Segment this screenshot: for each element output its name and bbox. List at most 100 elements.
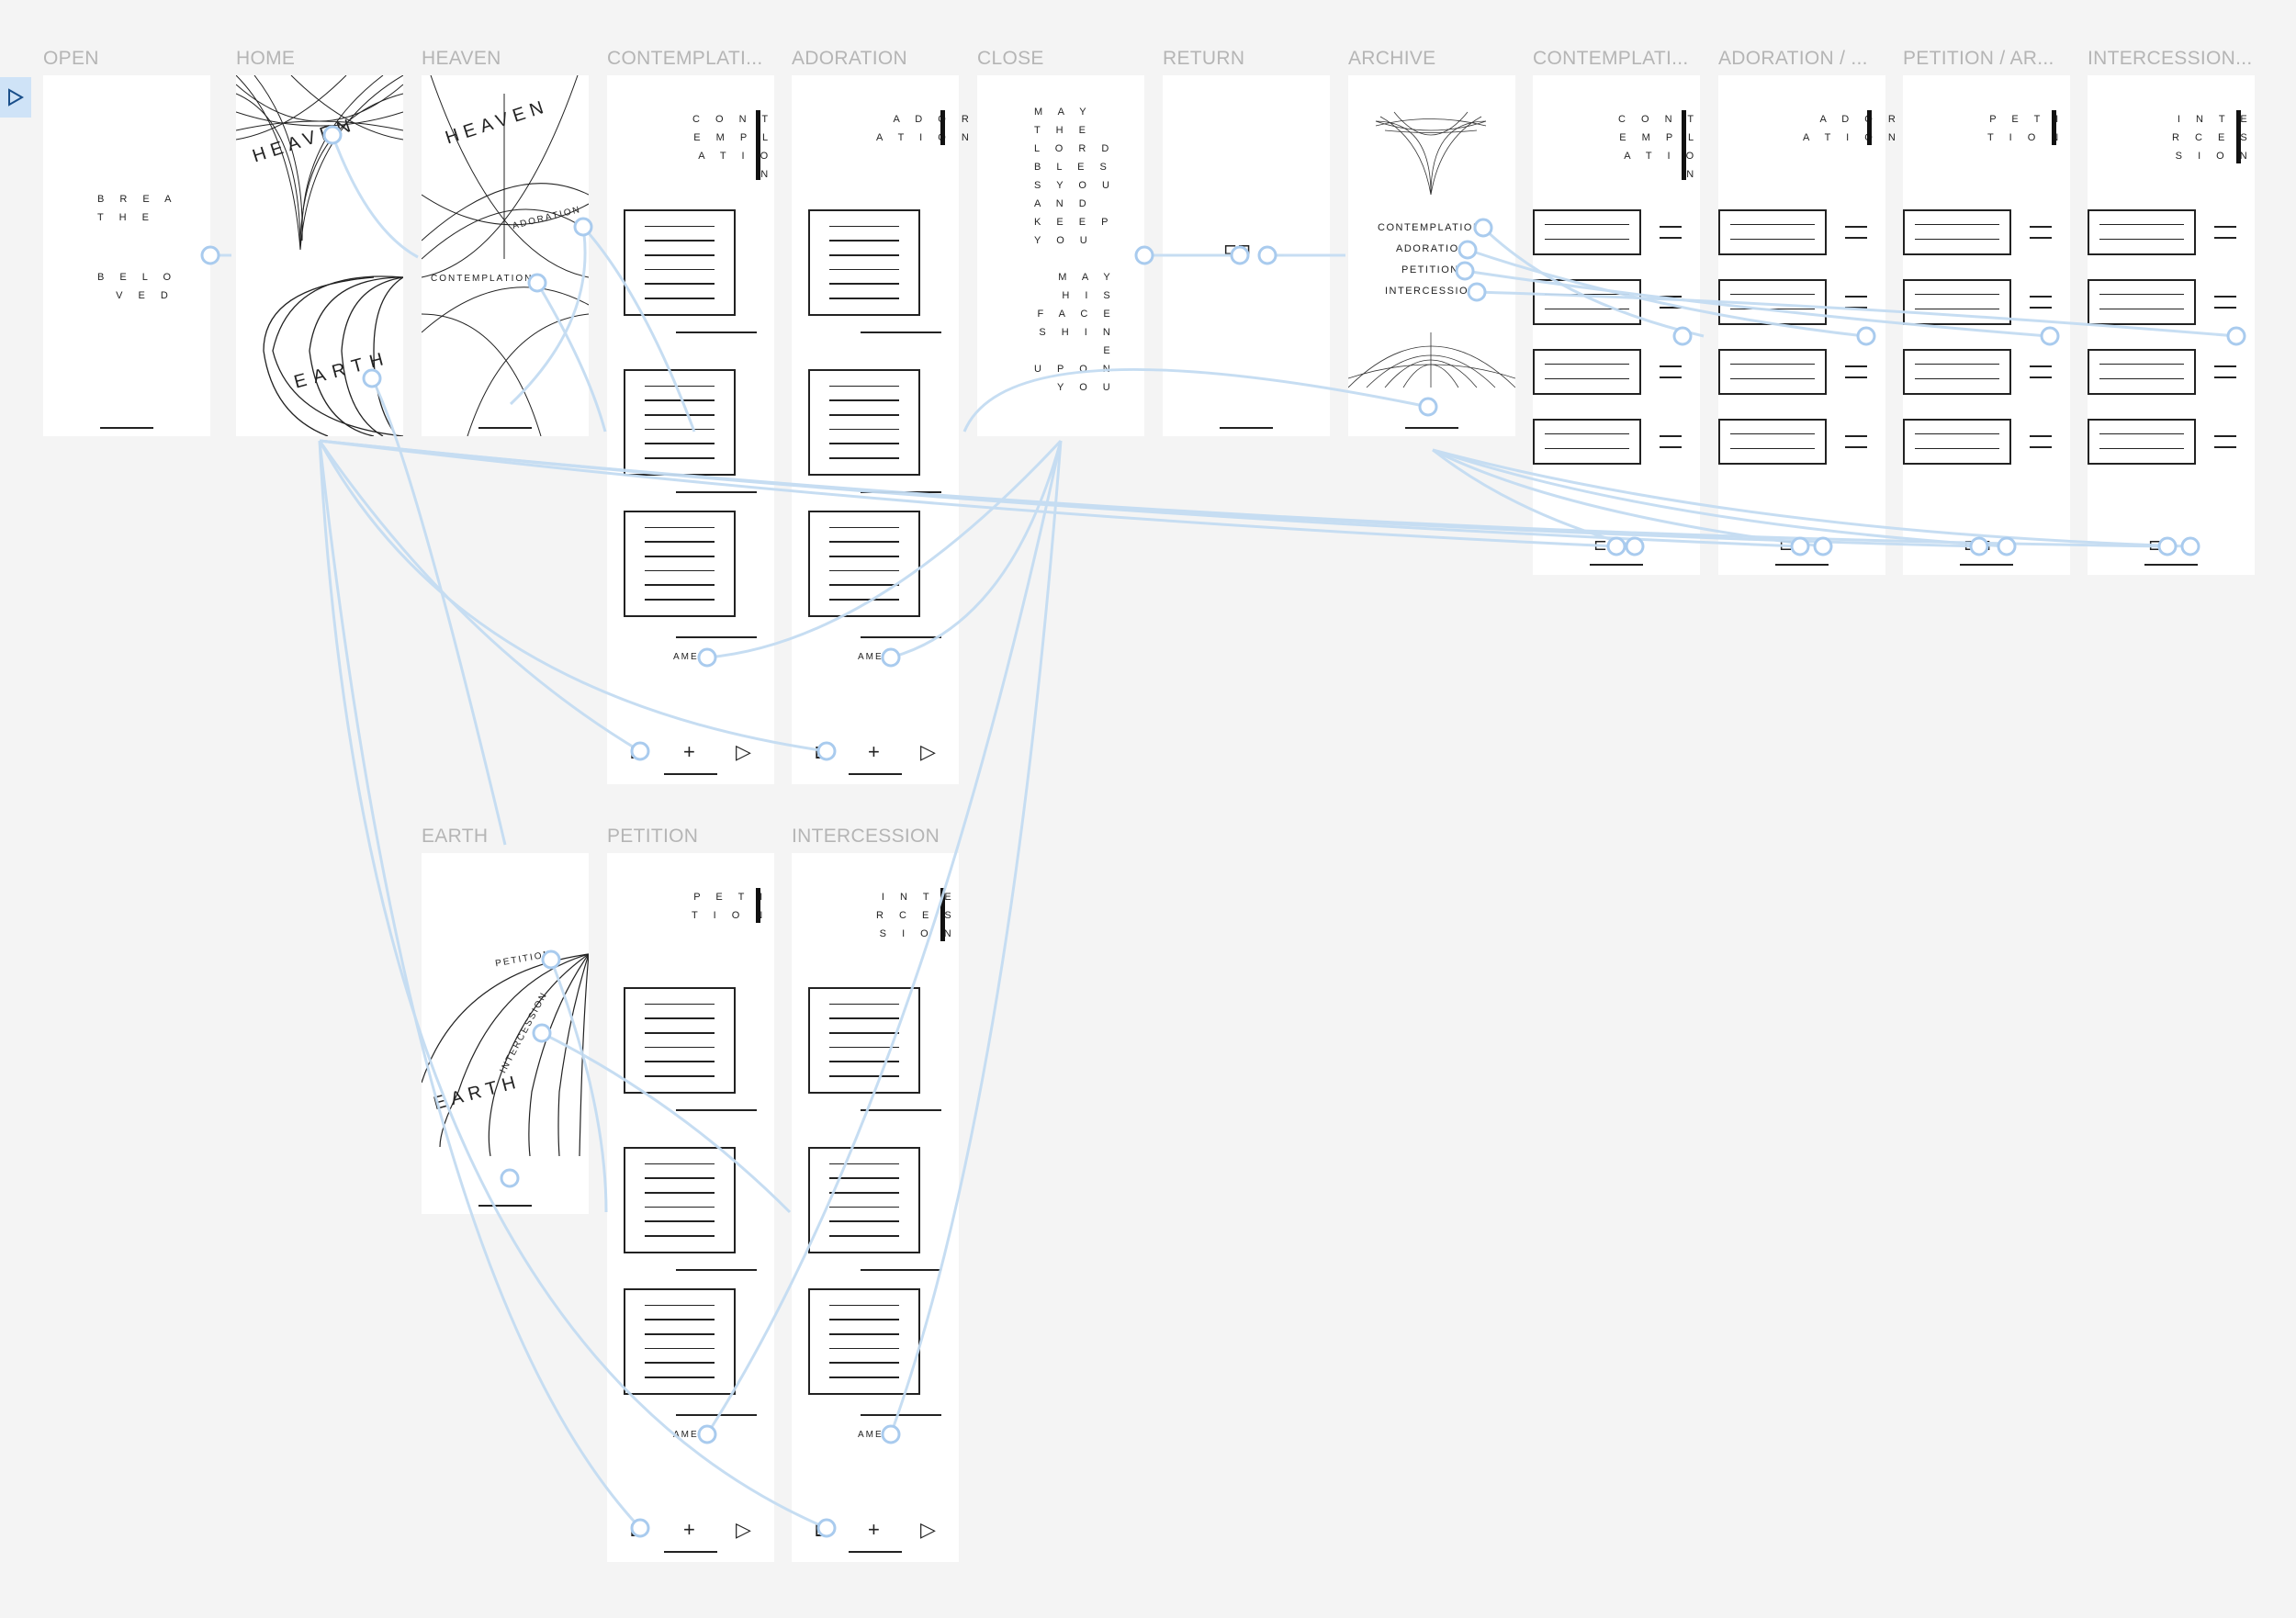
artboard-title-close[interactable]: CLOSE (977, 48, 1044, 69)
plus-button[interactable]: + (683, 740, 695, 763)
content-block[interactable] (624, 369, 736, 476)
entry-block[interactable] (1718, 419, 1827, 465)
plus-button[interactable]: + (683, 1518, 695, 1541)
back-icon[interactable]: ⊏ (814, 740, 831, 763)
artboard-title-adoration[interactable]: ADORATION (792, 48, 907, 69)
archive-petition-link[interactable]: PETITION (1401, 264, 1459, 275)
entry-block[interactable] (1903, 279, 2011, 325)
artboard-petition[interactable]: P E T I T I O N AMEN ⊏ + ▷ (607, 853, 774, 1562)
artboard-archive[interactable]: CONTEMPLATION ADORATION PETITION INTERCE… (1348, 75, 1515, 436)
back-underline[interactable] (478, 1205, 532, 1207)
entry-dash (2214, 307, 2236, 309)
return-underline[interactable] (1220, 427, 1273, 429)
contemplation-heading: C O N T E M P L A T I O N (692, 114, 775, 180)
play-icon[interactable]: ▷ (920, 740, 936, 763)
entry-block[interactable] (1718, 349, 1827, 395)
artboard-title-arch-intercession[interactable]: INTERCESSION... (2088, 48, 2253, 69)
archive-intercession-link[interactable]: INTERCESSION (1385, 286, 1478, 297)
divider (861, 1109, 941, 1111)
artboard-arch-intercession[interactable]: I N T E R C E S S I O N ⊏⊐ (2088, 75, 2255, 575)
link-home-earth (370, 377, 507, 846)
artboard-title-archive[interactable]: ARCHIVE (1348, 48, 1436, 69)
artboard-title-arch-adoration[interactable]: ADORATION / ... (1718, 48, 1868, 69)
entry-block[interactable] (2088, 209, 2196, 255)
artboard-title-contemplation[interactable]: CONTEMPLATI... (607, 48, 763, 69)
content-block[interactable] (808, 369, 920, 476)
plus-button[interactable]: + (868, 1518, 880, 1541)
artboard-title-home[interactable]: HOME (236, 48, 296, 69)
amen-button[interactable]: AMEN (858, 652, 892, 662)
entry-block[interactable] (1533, 419, 1641, 465)
back-underline[interactable] (478, 427, 532, 429)
content-block[interactable] (624, 1288, 736, 1395)
entry-block[interactable] (2088, 279, 2196, 325)
artboard-arch-petition[interactable]: P E T I T I O N ⊏⊐ (1903, 75, 2070, 575)
entry-block[interactable] (1903, 419, 2011, 465)
artboard-title-intercession[interactable]: INTERCESSION (792, 826, 940, 847)
earth-detail-illustration (422, 953, 589, 1157)
enter-underline[interactable] (100, 427, 153, 429)
entry-block[interactable] (1903, 209, 2011, 255)
content-block[interactable] (808, 987, 920, 1094)
artboard-arch-contemplation[interactable]: C O N T E M P L A T I O N ⊏⊐ (1533, 75, 1700, 575)
archive-adoration-link[interactable]: ADORATION (1396, 243, 1469, 254)
back-icon[interactable]: ⊏ (629, 1518, 647, 1541)
preview-play-button[interactable] (0, 77, 31, 118)
entry-block[interactable] (1903, 349, 2011, 395)
content-block[interactable] (808, 1147, 920, 1253)
artboard-contemplation[interactable]: C O N T E M P L A T I O N AMEN ⊏ + ▷ (607, 75, 774, 784)
artboard-earth[interactable]: PETITION INTERCESSION EARTH (422, 853, 589, 1214)
entry-block[interactable] (1533, 349, 1641, 395)
artboard-title-earth[interactable]: EARTH (422, 826, 489, 847)
back-icon[interactable]: ⊏⊐ (1779, 535, 1807, 554)
artboard-intercession[interactable]: I N T E R C E S S I O N AMEN ⊏ + ▷ (792, 853, 959, 1562)
artboard-title-open[interactable]: OPEN (43, 48, 99, 69)
play-icon[interactable]: ▷ (736, 1518, 751, 1541)
archive-illustration (1348, 111, 1515, 388)
artboard-title-arch-contemplation[interactable]: CONTEMPLATI... (1533, 48, 1689, 69)
content-block[interactable] (624, 987, 736, 1094)
artboard-title-arch-petition[interactable]: PETITION / AR... (1903, 48, 2054, 69)
artboard-heaven[interactable]: HEAVEN ADORATION CONTEMPLATION (422, 75, 589, 436)
heading-bar (940, 110, 945, 145)
entry-block[interactable] (1718, 209, 1827, 255)
artboard-adoration[interactable]: A D O R A T I O N AMEN ⊏ + ▷ (792, 75, 969, 784)
artboard-title-return[interactable]: RETURN (1163, 48, 1245, 69)
content-block[interactable] (624, 511, 736, 617)
artboard-return[interactable]: ⊏⊐ (1163, 75, 1330, 436)
return-icon[interactable]: ⊏⊐ (1223, 240, 1252, 258)
amen-button[interactable]: AMEN (858, 1430, 892, 1440)
content-block[interactable] (808, 209, 920, 316)
blessing-text-1: M A Y T H E L O R D B L E S S Y O U A N … (1034, 107, 1116, 246)
content-block[interactable] (808, 511, 920, 617)
back-icon[interactable]: ⊏⊐ (1964, 535, 1992, 554)
entry-block[interactable] (1718, 279, 1827, 325)
artboard-close[interactable]: M A Y T H E L O R D B L E S S Y O U A N … (977, 75, 1144, 436)
artboard-home[interactable]: HEAVEN EARTH (236, 75, 403, 436)
back-icon[interactable]: ⊏⊐ (2148, 535, 2177, 554)
back-icon[interactable]: ⊏ (814, 1518, 831, 1541)
play-icon[interactable]: ▷ (736, 740, 751, 763)
archive-contemplation-link[interactable]: CONTEMPLATION (1378, 222, 1482, 233)
heading: C O N T E M P L A T I O N (1618, 114, 1701, 180)
play-icon[interactable]: ▷ (920, 1518, 936, 1541)
plus-button[interactable]: + (868, 740, 880, 763)
artboard-title-petition[interactable]: PETITION (607, 826, 699, 847)
entry-block[interactable] (1533, 209, 1641, 255)
entry-block[interactable] (2088, 419, 2196, 465)
amen-button[interactable]: AMEN (673, 652, 707, 662)
amen-button[interactable]: AMEN (673, 1430, 707, 1440)
artboard-title-heaven[interactable]: HEAVEN (422, 48, 501, 69)
content-block[interactable] (808, 1288, 920, 1395)
content-block[interactable] (624, 1147, 736, 1253)
entry-block[interactable] (1533, 279, 1641, 325)
content-block[interactable] (624, 209, 736, 316)
contemplation-link[interactable]: CONTEMPLATION (431, 274, 534, 284)
back-icon[interactable]: ⊏ (629, 740, 647, 763)
heading: A D O R A T I O N (1803, 114, 1902, 143)
artboard-open[interactable]: B R E A T H E B E L O V E D (43, 75, 210, 436)
artboard-arch-adoration[interactable]: A D O R A T I O N ⊏⊐ (1718, 75, 1896, 575)
back-icon[interactable]: ⊏⊐ (1593, 535, 1622, 554)
entry-block[interactable] (2088, 349, 2196, 395)
archive-underline[interactable] (1405, 427, 1458, 429)
